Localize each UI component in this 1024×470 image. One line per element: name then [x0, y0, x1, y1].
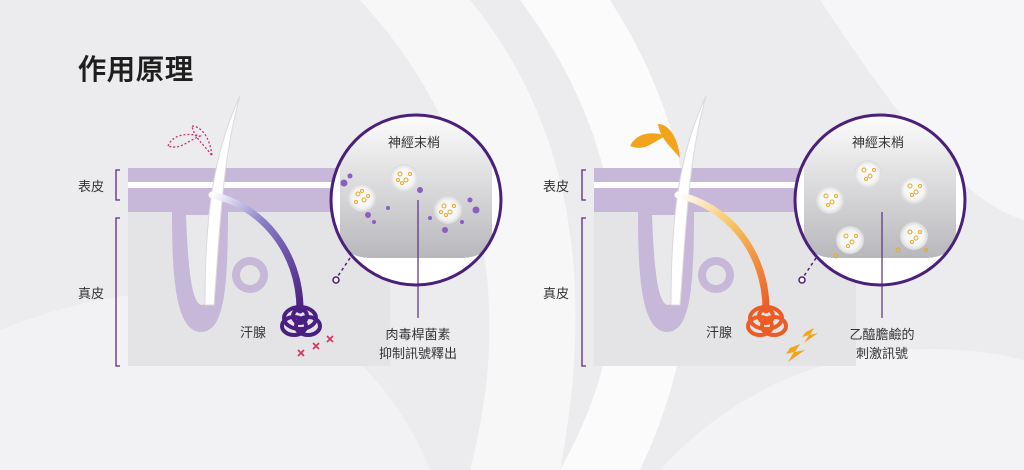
cross-mark-icon — [297, 335, 334, 357]
sweat-drop-icon — [630, 124, 680, 158]
page-title: 作用原理 — [78, 53, 195, 86]
right-gland-label: 汗腺 — [706, 326, 733, 341]
left-layer-brackets — [115, 169, 120, 367]
right-layer-brackets — [581, 169, 586, 367]
right-epidermis-label: 表皮 — [543, 180, 570, 195]
left-epidermis-label: 表皮 — [78, 180, 105, 195]
right-dermis-label: 真皮 — [543, 287, 570, 302]
lightning-icon — [786, 328, 818, 362]
right-caption: 乙醯膽鹼的 刺激訊號 — [842, 326, 922, 364]
right-caption-line2: 刺激訊號 — [855, 347, 908, 362]
left-caption-line2: 抑制訊號釋出 — [378, 347, 457, 362]
left-gland-label: 汗腺 — [240, 326, 267, 341]
sweat-drop-icon — [167, 125, 213, 157]
left-inset-label: 神經末梢 — [388, 136, 441, 151]
left-caption-line1: 肉毒桿菌素 — [385, 328, 451, 343]
left-caption: 肉毒桿菌素 抑制訊號釋出 — [376, 326, 460, 364]
left-dermis-label: 真皮 — [78, 287, 105, 302]
right-caption-line1: 乙醯膽鹼的 — [849, 328, 915, 343]
right-inset-label: 神經末梢 — [852, 136, 905, 151]
left-nerve-inset — [329, 113, 503, 318]
